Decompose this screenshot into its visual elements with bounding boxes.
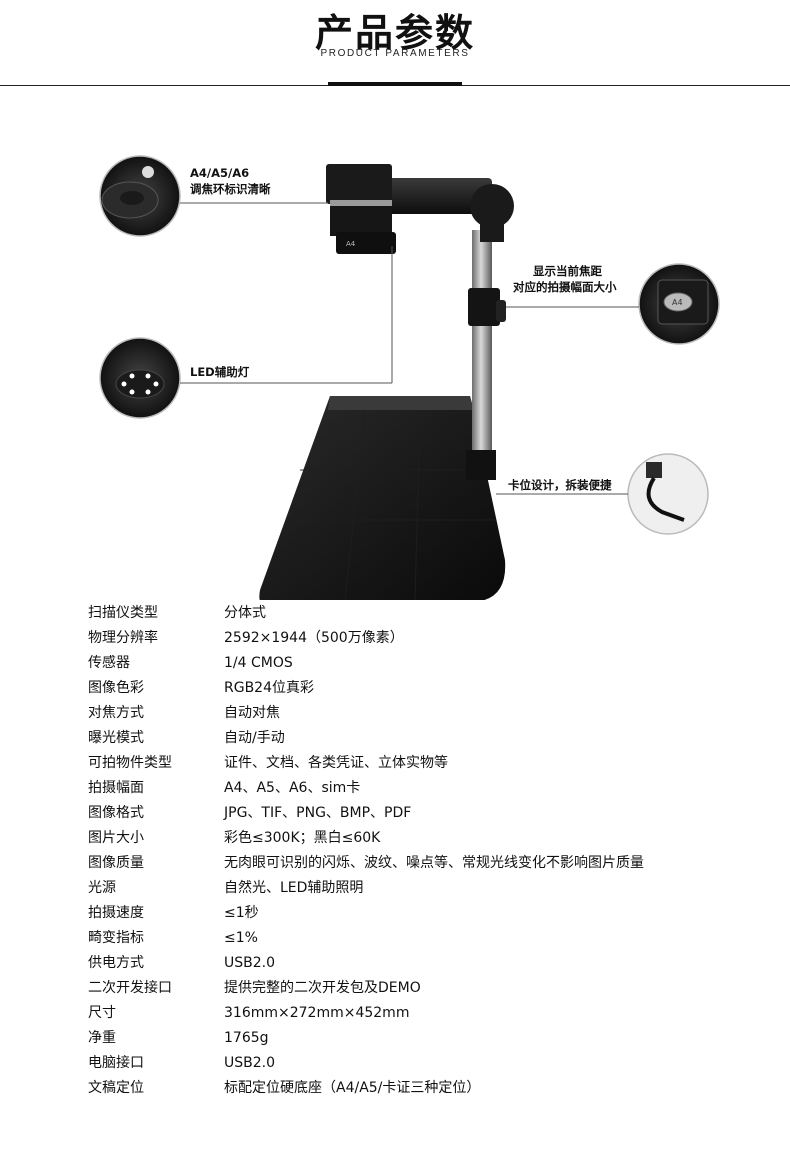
pole-foot: [466, 450, 496, 480]
spec-row: 供电方式 USB2.0: [88, 954, 728, 979]
spec-row: 图像格式 JPG、TIF、PNG、BMP、PDF: [88, 804, 728, 829]
spec-row: 传感器 1/4 CMOS: [88, 654, 728, 679]
spec-row: 电脑接口 USB2.0: [88, 1054, 728, 1079]
spec-value: USB2.0: [224, 955, 276, 971]
focus-badge-text: A4: [672, 298, 683, 307]
section-header: 产品参数 PRODUCT PARAMETERS: [0, 0, 790, 90]
spec-key: 电脑接口: [88, 1055, 144, 1071]
spec-value: ≤1%: [224, 930, 258, 946]
spec-key: 拍摄速度: [88, 905, 144, 921]
led-detail: [115, 369, 165, 399]
spec-row: 拍摄速度 ≤1秒: [88, 904, 728, 929]
spec-row: 尺寸 316mm×272mm×452mm: [88, 1004, 728, 1029]
spec-key: 传感器: [88, 655, 130, 671]
spec-key: 物理分辨率: [88, 630, 158, 646]
spec-value: 提供完整的二次开发包及DEMO: [224, 980, 421, 996]
spec-key: 对焦方式: [88, 705, 144, 721]
spec-row: 曝光模式 自动/手动: [88, 729, 728, 754]
spec-value: USB2.0: [224, 1055, 276, 1071]
spec-value: 彩色≤300K；黑白≤60K: [224, 830, 381, 846]
spec-key: 畸变指标: [88, 930, 144, 946]
led-callout: LED辅助灯: [190, 365, 250, 379]
page-subtitle: PRODUCT PARAMETERS: [320, 48, 470, 59]
spec-key: 尺寸: [88, 1005, 116, 1021]
spec-value: 自然光、LED辅助照明: [224, 880, 364, 896]
spec-value: 标配定位硬底座（A4/A5/卡证三种定位）: [224, 1080, 481, 1096]
spec-value: 分体式: [224, 605, 266, 621]
spec-key: 图像格式: [88, 805, 144, 821]
focus-display-callout-line1: 显示当前焦距: [533, 264, 602, 278]
spec-key: 二次开发接口: [88, 980, 172, 996]
focus-ring-callout: A4/A5/A6 调焦环标识清晰: [190, 165, 271, 197]
spec-row: 文稿定位 标配定位硬底座（A4/A5/卡证三种定位）: [88, 1079, 728, 1104]
spec-key: 供电方式: [88, 955, 144, 971]
camera-head: A4: [326, 164, 396, 254]
spec-value: 证件、文档、各类凭证、立体实物等: [224, 755, 448, 771]
spec-row: 可拍物件类型 证件、文档、各类凭证、立体实物等: [88, 754, 728, 779]
spec-key: 图像质量: [88, 855, 144, 871]
spec-table: 扫描仪类型 分体式物理分辨率 2592×1944（500万像素） 传感器 1/4 CMO…: [88, 604, 728, 1104]
document-camera-illustration: A4 A4: [99, 155, 720, 600]
spec-key: 扫描仪类型: [88, 605, 158, 621]
spec-value: 无肉眼可识别的闪烁、波纹、噪点等、常规光线变化不影响图片质量: [224, 855, 644, 871]
spec-value: A4、A5、A6、sim卡: [224, 780, 361, 796]
support-pole: [472, 230, 492, 465]
spec-value: RGB24位真彩: [224, 680, 314, 696]
spec-key: 净重: [88, 1030, 116, 1046]
focus-display-detail: A4: [657, 279, 709, 325]
page-title: 产品参数: [314, 11, 475, 55]
spec-key: 光源: [88, 880, 116, 896]
spec-row: 畸变指标 ≤1%: [88, 929, 728, 954]
spec-row: 图片大小 彩色≤300K；黑白≤60K: [88, 829, 728, 854]
spec-key: 图片大小: [88, 830, 144, 846]
spec-value: 1765g: [224, 1030, 269, 1046]
spec-row: 图像色彩 RGB24位真彩: [88, 679, 728, 704]
spec-row: 对焦方式 自动对焦: [88, 704, 728, 729]
spec-row: 拍摄幅面 A4、A5、A6、sim卡: [88, 779, 728, 804]
focus-ring-callout-line1: A4/A5/A6: [190, 166, 250, 180]
spec-value: 2592×1944（500万像素）: [224, 630, 404, 646]
spec-row: 净重 1765g: [88, 1029, 728, 1054]
focus-display-callout: 显示当前焦距 对应的拍摄幅面大小: [513, 263, 617, 295]
clip-callout: 卡位设计，拆装便捷: [508, 478, 612, 492]
spec-value: 316mm×272mm×452mm: [224, 1005, 410, 1021]
spec-row: 物理分辨率 2592×1944（500万像素）: [88, 629, 728, 654]
focus-ring-callout-line2: 调焦环标识清晰: [190, 182, 271, 196]
spec-key: 图像色彩: [88, 680, 144, 696]
svg-text:A4: A4: [346, 240, 356, 248]
spec-value: 1/4 CMOS: [224, 655, 293, 671]
focus-ring-detail: [101, 166, 159, 219]
spec-value: JPG、TIF、PNG、BMP、PDF: [224, 805, 412, 821]
spec-value: 自动对焦: [224, 705, 280, 721]
base-plate: [259, 396, 506, 600]
spec-row: 光源 自然光、LED辅助照明: [88, 879, 728, 904]
spec-row: 图像质量 无肉眼可识别的闪烁、波纹、噪点等、常规光线变化不影响图片质量: [88, 854, 728, 879]
spec-key: 可拍物件类型: [88, 755, 172, 771]
clip-detail-circle: [627, 453, 709, 535]
spec-key: 拍摄幅面: [88, 780, 144, 796]
spec-row: 二次开发接口 提供完整的二次开发包及DEMO: [88, 979, 728, 1004]
spec-value: ≤1秒: [224, 905, 259, 921]
clip-detail: [646, 462, 685, 522]
camera-arm: [384, 178, 514, 242]
spec-value: 自动/手动: [224, 730, 285, 746]
header-accent-bar: [328, 82, 462, 86]
spec-key: 曝光模式: [88, 730, 144, 746]
pole-clamp: [468, 288, 500, 326]
spec-row: 扫描仪类型 分体式: [88, 604, 728, 629]
focus-display-callout-line2: 对应的拍摄幅面大小: [513, 280, 617, 294]
spec-key: 文稿定位: [88, 1080, 144, 1096]
